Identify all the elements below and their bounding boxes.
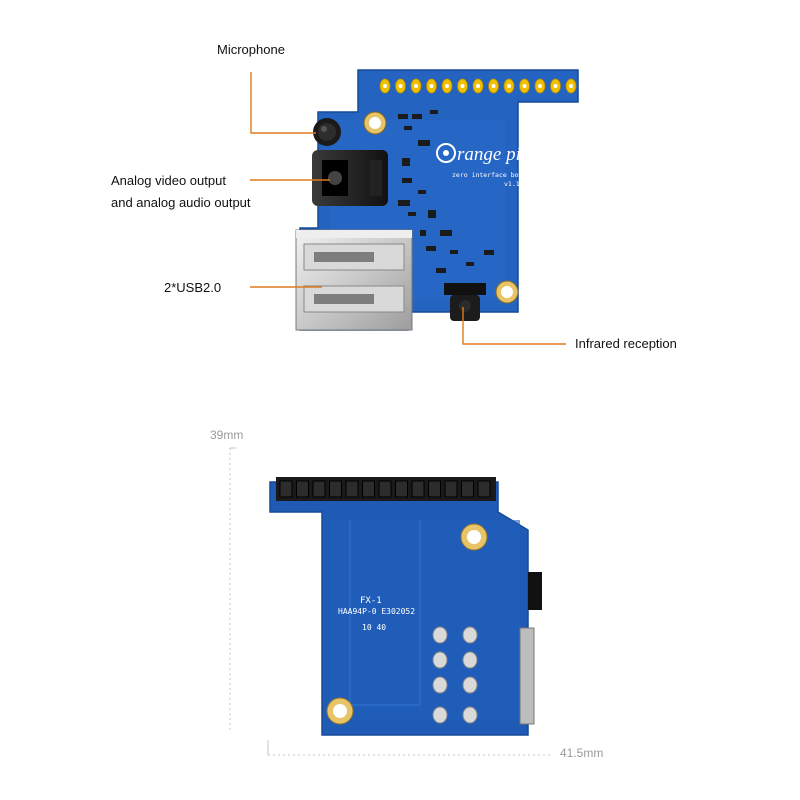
dimension-height-label: 39mm — [210, 428, 244, 442]
usb-port — [295, 229, 413, 331]
header-pin — [329, 480, 342, 498]
smd-part — [450, 250, 458, 254]
back-jack-edge — [528, 572, 542, 610]
smd-part — [440, 230, 452, 236]
solder-pad — [462, 626, 478, 644]
ir-receiver — [444, 283, 486, 321]
smd-part — [402, 158, 410, 166]
callout-lines — [250, 72, 566, 345]
header-pin — [362, 480, 375, 498]
orangepi-logo-icon — [436, 143, 456, 163]
smd-part — [418, 140, 430, 146]
board-version-text: v1.1 — [504, 180, 520, 188]
dimension-lines — [229, 447, 550, 756]
board-subtitle-text: zero interface board — [452, 171, 530, 179]
label-microphone: Microphone — [217, 42, 285, 57]
back-solder-pads — [432, 626, 478, 724]
header-pin — [345, 480, 359, 498]
smd-part — [404, 126, 412, 130]
smd-part — [408, 212, 416, 216]
header-pin — [444, 480, 458, 498]
smd-part — [402, 178, 412, 183]
back-header-pins — [276, 477, 496, 501]
smd-part — [398, 200, 410, 206]
label-analog-line2: and analog audio output — [111, 195, 251, 210]
smd-part — [420, 230, 426, 236]
header-pin — [411, 480, 425, 498]
smd-part — [398, 114, 408, 119]
solder-pad — [432, 626, 448, 644]
label-infrared: Infrared reception — [575, 336, 677, 351]
smd-part — [418, 190, 426, 194]
back-silk-3: 10 40 — [362, 623, 386, 632]
header-pin — [428, 480, 441, 498]
back-silk-1: FX-1 — [360, 596, 382, 606]
header-pin — [461, 480, 474, 498]
back-mount-hole-bottom — [326, 697, 354, 725]
label-analog-line1: Analog video output — [111, 173, 226, 188]
back-silk-2: HAA94P-0 E302052 — [338, 607, 415, 616]
dimension-width-label: 41.5mm — [560, 746, 604, 760]
header-pin — [312, 480, 326, 498]
av-jack — [312, 150, 388, 206]
smd-part — [466, 262, 474, 266]
smd-part — [484, 250, 494, 255]
solder-pad — [432, 706, 448, 724]
smd-part — [428, 210, 436, 218]
back-usb-edge — [519, 627, 535, 725]
back-mount-hole-top — [460, 523, 488, 551]
header-pin — [477, 480, 491, 498]
board-brand-text: range pi — [457, 144, 521, 165]
smd-part — [436, 268, 446, 273]
header-pin — [296, 480, 309, 498]
solder-pad — [432, 676, 448, 694]
microphone-component — [313, 118, 341, 146]
header-pin — [395, 480, 408, 498]
solder-pad — [462, 676, 478, 694]
front-smd-components — [398, 110, 494, 273]
smd-part — [426, 246, 436, 251]
back-pcb — [269, 481, 529, 736]
label-usb: 2*USB2.0 — [164, 280, 222, 295]
smd-part — [430, 110, 438, 114]
front-board-figure: range pi zero interface board v1.1 — [250, 69, 579, 345]
header-pin — [279, 480, 293, 498]
solder-pad — [432, 651, 448, 669]
solder-pad — [462, 706, 478, 724]
smd-part — [412, 114, 422, 119]
solder-pad — [462, 651, 478, 669]
front-header-pins — [379, 78, 577, 94]
header-pin — [378, 480, 392, 498]
